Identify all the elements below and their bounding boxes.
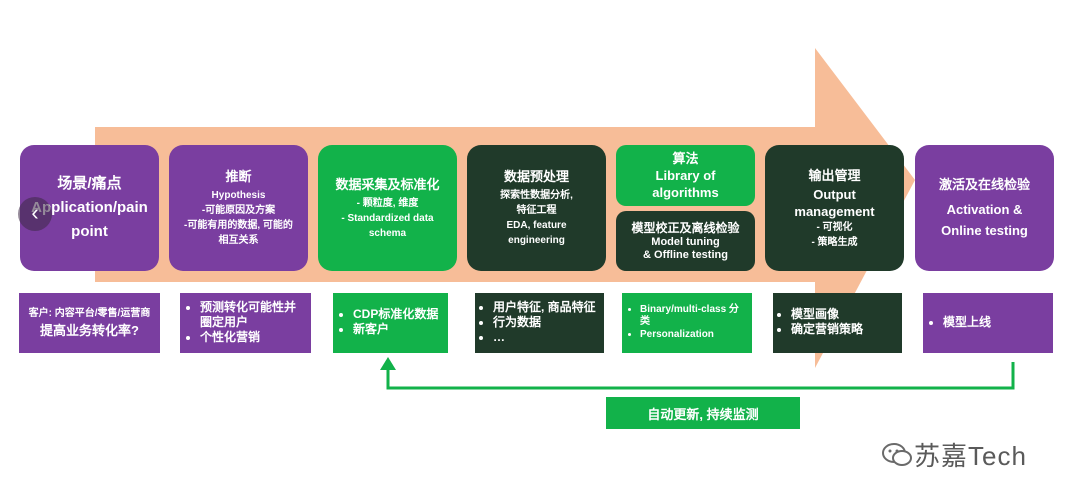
detail-item: 新客户 <box>353 322 442 337</box>
stage-card-output: 输出管理 Output management - 可视化 - 策略生成 <box>765 145 904 271</box>
stage-line: schema <box>368 227 407 239</box>
stage-card-model-tuning: 模型校正及离线检验 Model tuning & Offline testing <box>616 211 755 271</box>
detail-box-activation: 模型上线 <box>923 293 1053 353</box>
feedback-label: 自动更新, 持续监测 <box>606 397 800 429</box>
stage-line: - Standardized data <box>341 212 434 224</box>
stage-line: 特征工程 <box>516 205 557 216</box>
detail-box-data: CDP标准化数据 新客户 <box>333 293 448 353</box>
stage-line: Online testing <box>941 222 1028 238</box>
carousel-prev-button[interactable]: ‹ <box>18 197 52 231</box>
detail-item: Binary/multi-class 分类 <box>640 304 748 328</box>
detail-item: CDP标准化数据 <box>353 307 442 322</box>
stage-line: -可能有用的数据, 可能的 <box>184 220 293 231</box>
stage-line: Library of <box>655 168 716 183</box>
stage-card-hypothesis: 推断 Hypothesis -可能原因及方案 -可能有用的数据, 可能的 相互关… <box>169 145 308 271</box>
stage-line: EDA, feature <box>506 220 567 231</box>
detail-item: 确定营销策略 <box>791 322 898 337</box>
detail-box-hypothesis: 预测转化可能性并圈定用户 个性化营销 <box>180 293 311 353</box>
detail-item: 模型画像 <box>791 307 898 322</box>
detail-box-features: 用户特征, 商品特征 行为数据 … <box>475 293 604 353</box>
feedback-arrowhead <box>380 357 396 370</box>
feedback-loop-line <box>386 362 1015 390</box>
detail-box-algorithms: Binary/multi-class 分类 Personalization <box>622 293 752 353</box>
detail-item: 个性化营销 <box>200 330 305 345</box>
detail-line: 客户: 内容平台/零售/运营商 <box>28 308 151 319</box>
stage-title: 数据预处理 <box>503 169 569 184</box>
stage-line: - 策略生成 <box>811 236 858 248</box>
detail-item: … <box>493 330 600 345</box>
detail-box-output: 模型画像 确定营销策略 <box>773 293 902 353</box>
detail-line: 提高业务转化率? <box>40 323 139 338</box>
stage-card-preprocessing: 数据预处理 探索性数据分析, 特征工程 EDA, feature enginee… <box>467 145 606 271</box>
stage-line: engineering <box>508 235 565 246</box>
stage-line: 探索性数据分析, <box>500 190 573 201</box>
stage-card-activation: 激活及在线检验 Activation & Online testing <box>915 145 1054 271</box>
stage-line: Output <box>813 186 856 202</box>
stage-card-data-collection: 数据采集及标准化 - 颗粒度, 维度 - Standardized data s… <box>318 145 457 271</box>
stage-title: 推断 <box>225 169 252 184</box>
detail-item: 用户特征, 商品特征 <box>493 300 600 315</box>
detail-item: 行为数据 <box>493 315 600 330</box>
stage-line: Hypothesis <box>211 190 266 201</box>
stage-title: 输出管理 <box>808 167 861 183</box>
stage-title: 模型校正及离线检验 <box>631 220 740 235</box>
stage-line: algorithms <box>652 185 719 200</box>
stage-title-en: Application/pain point <box>31 199 148 240</box>
detail-box-customer: 客户: 内容平台/零售/运营商 提高业务转化率? <box>19 293 160 353</box>
stage-line: - 可视化 <box>816 221 853 233</box>
stage-title: 数据采集及标准化 <box>335 176 440 192</box>
stage-line: management <box>794 203 875 219</box>
wechat-icon <box>882 442 912 466</box>
detail-item: 模型上线 <box>943 315 1047 330</box>
stage-card-algorithms: 算法 Library of algorithms <box>616 145 755 206</box>
stage-title: 算法 <box>672 151 699 166</box>
logo-text: 苏嘉Tech <box>914 441 1027 471</box>
stage-title: 场景/痛点 <box>57 175 122 192</box>
stage-line: -可能原因及方案 <box>201 205 276 216</box>
stage-line: & Offline testing <box>643 248 728 261</box>
stage-line: Model tuning <box>651 235 720 248</box>
stage-title: 激活及在线检验 <box>938 176 1030 192</box>
stage-line: - 颗粒度, 维度 <box>356 197 419 209</box>
watermark-logo: 苏嘉Tech <box>880 436 1027 473</box>
stage-line: 相互关系 <box>218 235 259 246</box>
detail-item: Personalization <box>640 328 748 342</box>
stage-line: Activation & <box>946 201 1023 217</box>
detail-item: 预测转化可能性并圈定用户 <box>200 300 305 330</box>
